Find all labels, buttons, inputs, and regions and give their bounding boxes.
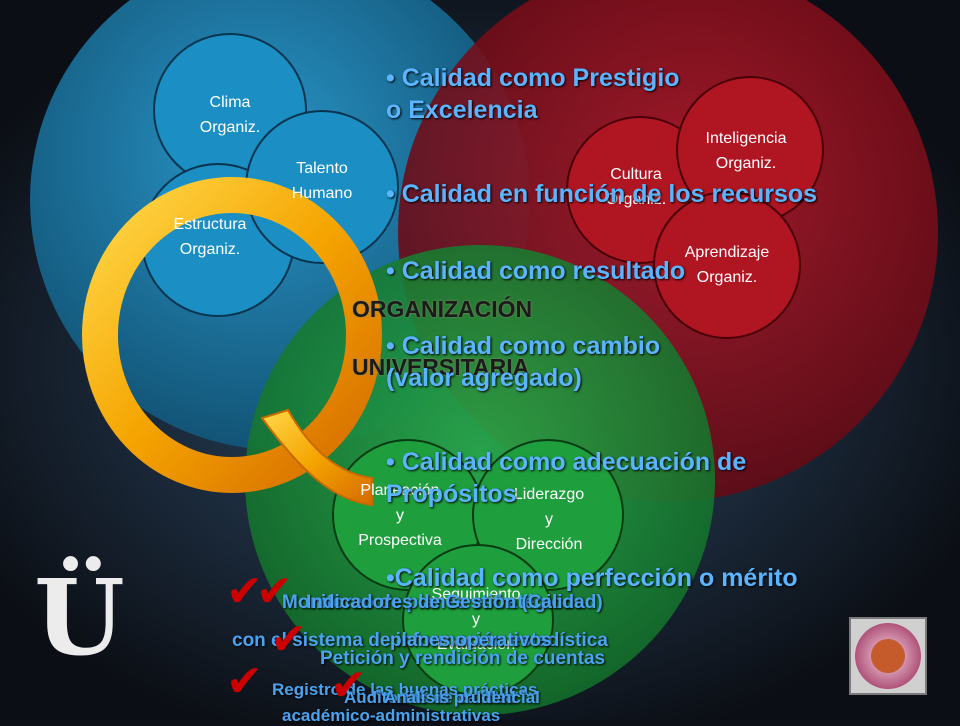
seguimiento-label: Seguimiento y Evaluación (416, 582, 536, 657)
label-line: Dirección (515, 536, 583, 553)
check-mark-icon: ✔ (330, 661, 367, 710)
bullet-perfeccion: •Calidad como perfección o mérito (386, 562, 946, 594)
label-line: Clima (209, 94, 251, 111)
planeacion-label: Planeación y Prospectiva (345, 478, 455, 553)
label-line: Organiz. (179, 241, 241, 258)
label-line: Prospectiva (358, 532, 442, 549)
universitaria-title: UNIVERSITARIA (352, 354, 530, 380)
action-planes: planes operativos (390, 630, 552, 651)
bullet-line: • Calidad como adecuación de (386, 448, 747, 476)
estructura-label: Estructura Organiz. (160, 212, 260, 262)
check-mark-icon: ✔ (256, 567, 293, 616)
label-line: Organiz. (199, 119, 261, 136)
action-analisis: Análisis prudencial (384, 688, 540, 707)
liderazgo-label: Liderazgo y Dirección (494, 482, 604, 557)
label-line: Organiz. (696, 269, 758, 286)
label-line: Estructura (173, 216, 247, 233)
bullet-prestigio: • Calidad como Prestigio o Excelencia (386, 62, 946, 126)
check-mark-icon: ✔ (226, 657, 263, 706)
bullet-cambio: • Calidad como cambio (valor agregado) (386, 330, 946, 394)
label-line: Evaluación (436, 636, 516, 653)
bullet-line: o Excelencia (386, 96, 538, 124)
aprendizaje-label: Aprendizaje Organiz. (662, 240, 792, 290)
cultura-label: Cultura Organiz. (586, 162, 686, 212)
green-sub-circle (402, 544, 554, 696)
bullet-recursos: • Calidad en función de los recursos (386, 178, 946, 210)
action-registro: Registro de las buenas prácticas (272, 680, 538, 699)
label-line: Aprendizaje (684, 244, 770, 261)
label-line: Humano (291, 185, 353, 202)
bullet-resultado: • Calidad como resultado (386, 255, 946, 287)
bullet-line: • Calidad en función de los recursos (386, 180, 818, 208)
check-mark-icon: ✔ (226, 567, 263, 616)
action-academico: académico-administrativas (282, 706, 501, 725)
label-line: y (472, 611, 480, 628)
red-sub-circle (653, 191, 801, 339)
action-monitoreo: Monitoreo de planes estratégicos (282, 592, 584, 613)
label-line: y (396, 507, 404, 524)
action-indicadores: Indicadores de Gestión (Calidad) (306, 592, 603, 613)
label-line: Cultura (610, 166, 662, 183)
label-line: Organiz. (715, 155, 777, 172)
bullet-line: (valor agregado) (386, 364, 582, 392)
label-line: y (545, 511, 553, 528)
organizacion-title: ORGANIZACIÓN (352, 296, 533, 322)
bullet-adecuacion: • Calidad como adecuación de Propósitos (386, 446, 946, 510)
check-mark-icon: ✔ (270, 615, 307, 664)
q-letter-ring (82, 177, 382, 493)
inteligencia-label: Inteligencia Organiz. (686, 126, 806, 176)
label-line: Organiz. (605, 191, 667, 208)
emblem-icon-center (871, 639, 905, 673)
label-line: Talento (296, 160, 348, 177)
clima-label: Clima Organiz. (185, 90, 275, 140)
label-line: Planeación (360, 482, 440, 499)
label-line: Liderazgo (513, 486, 585, 503)
university-logo: Ü (34, 556, 125, 679)
label-line: Inteligencia (705, 130, 787, 147)
q-letter-tail (260, 408, 373, 507)
bullet-line: Propósitos (386, 480, 517, 508)
action-sistema: con el sistema de información estadístic… (232, 630, 608, 651)
action-peticion: Petición y rendición de cuentas (320, 648, 606, 669)
label-line: Seguimiento (431, 586, 521, 603)
bullet-line: • Calidad como resultado (386, 257, 686, 285)
talento-label: Talento Humano (277, 156, 367, 206)
bullet-line: •Calidad como perfección o mérito (386, 564, 798, 592)
bullet-line: • Calidad como Prestigio (386, 64, 680, 92)
bullet-line: • Calidad como cambio (386, 332, 661, 360)
action-auditorias: Auditorías de calidad (344, 688, 516, 707)
